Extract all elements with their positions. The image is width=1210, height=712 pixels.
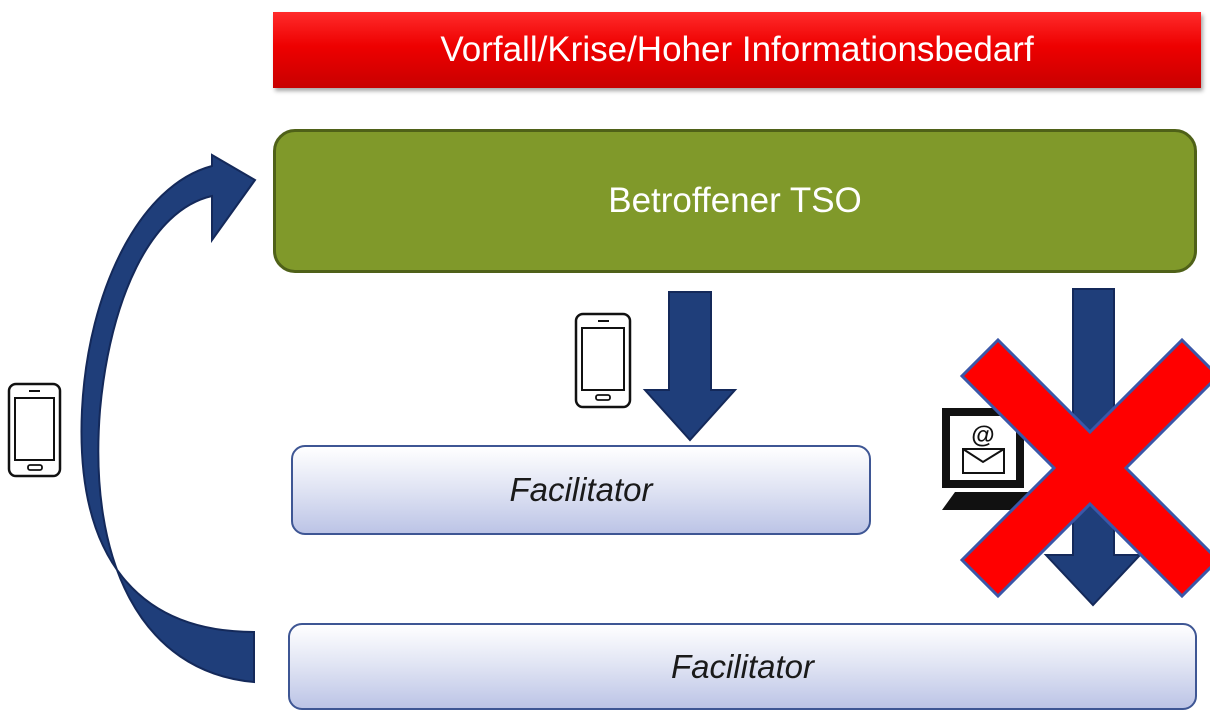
affected-tso-box: Betroffener TSO (273, 129, 1197, 273)
affected-tso-label: Betroffener TSO (608, 181, 862, 220)
facilitator-box-lower: Facilitator (288, 623, 1197, 710)
return-curved-arrow (80, 153, 257, 684)
center-down-arrow (642, 291, 738, 442)
incident-banner-label: Vorfall/Krise/Hoher Informationsbedarf (440, 30, 1034, 69)
red-cross-icon (959, 337, 1210, 599)
incident-banner: Vorfall/Krise/Hoher Informationsbedarf (273, 12, 1201, 88)
facilitator-label-lower: Facilitator (670, 647, 815, 685)
facilitator-label-upper: Facilitator (509, 471, 653, 508)
left-phone-icon (7, 382, 62, 478)
center-phone-icon (574, 312, 632, 409)
facilitator-box-upper: Facilitator (291, 445, 871, 535)
svg-text:@: @ (971, 422, 994, 449)
